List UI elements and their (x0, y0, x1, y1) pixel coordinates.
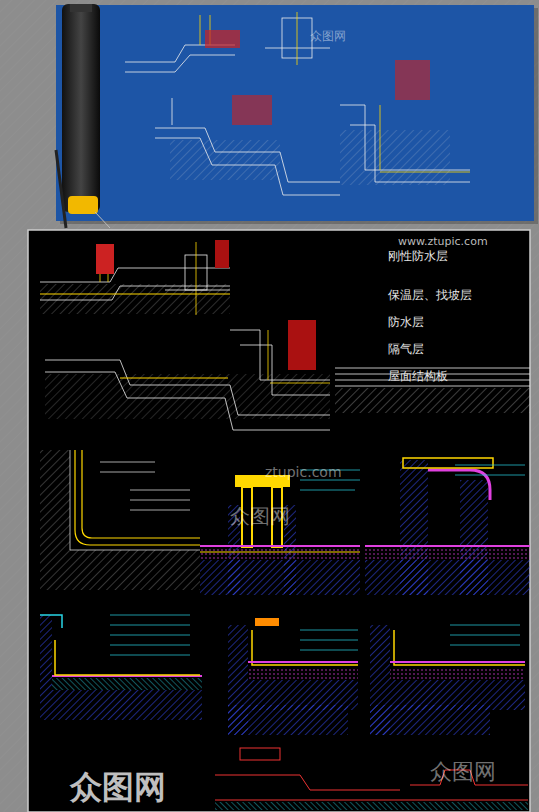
watermark: ztupic.com (265, 465, 342, 480)
layer-label: 保温层、找坡层 (388, 289, 472, 302)
layer-label: 防水层 (388, 316, 424, 329)
logo-text: 众图网 (70, 770, 166, 805)
layer-label: 刚性防水层 (388, 250, 448, 263)
layer-label: 隔气层 (388, 343, 424, 356)
watermark: 众图网 (310, 30, 346, 43)
layer-label: 屋面结构板 (388, 370, 448, 383)
watermark: 众图网 (430, 760, 496, 784)
watermark-url: www.ztupic.com (398, 236, 488, 248)
watermark: 众图网 (230, 505, 290, 527)
